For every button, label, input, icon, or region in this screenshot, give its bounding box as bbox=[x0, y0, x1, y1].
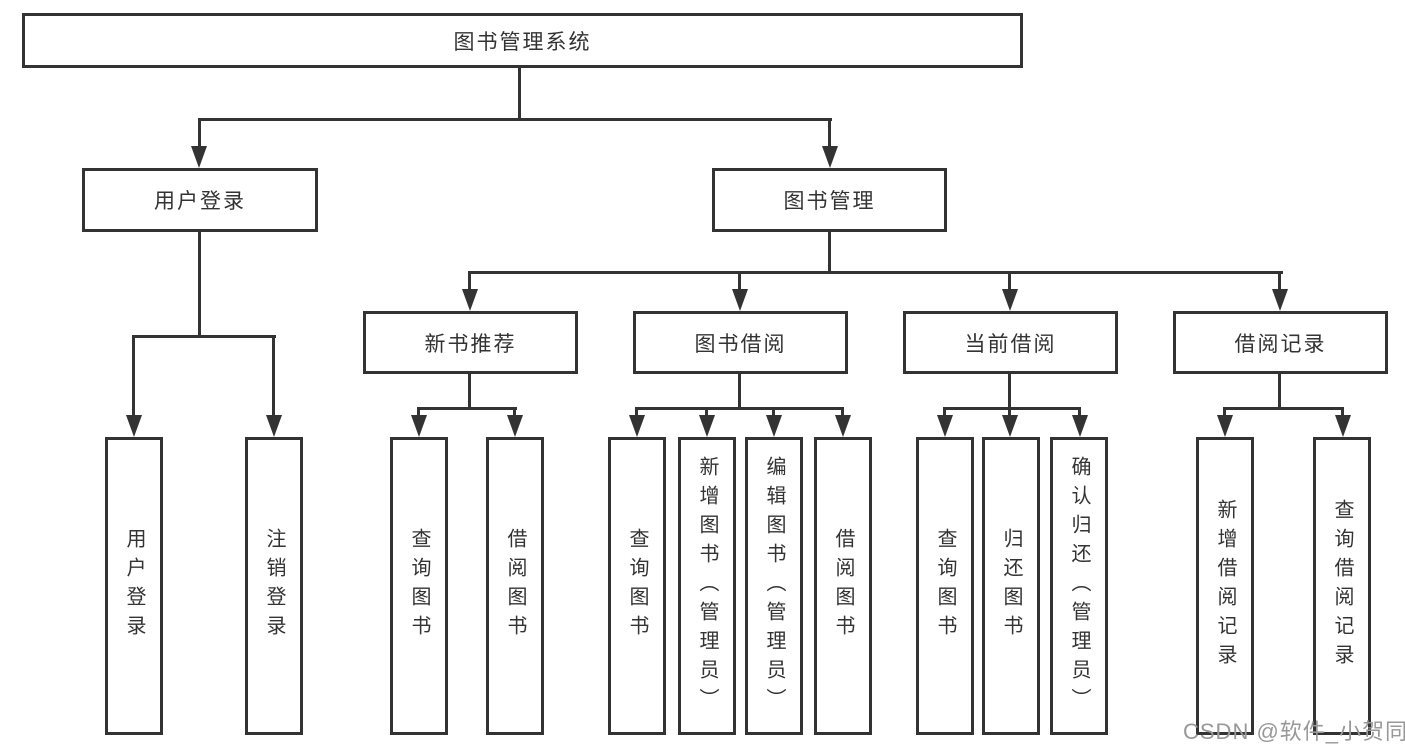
node-book-mgmt: 图书管理 bbox=[712, 168, 947, 232]
connector-line bbox=[272, 335, 275, 417]
leaf-rec-query-book: 查询图书 bbox=[390, 437, 448, 735]
node-book-borrow-label: 图书借阅 bbox=[694, 332, 787, 356]
node-book-mgmt-label: 图书管理 bbox=[783, 190, 876, 213]
connector-line bbox=[132, 335, 135, 417]
arrow-down-icon bbox=[629, 415, 645, 437]
leaf-logout-label: 注销登录 bbox=[263, 528, 285, 644]
leaf-cb-return-book-label: 归还图书 bbox=[1000, 528, 1022, 644]
connector-line bbox=[133, 335, 276, 338]
node-current-borrow: 当前借阅 bbox=[903, 311, 1118, 374]
leaf-bb-query-book: 查询图书 bbox=[608, 437, 666, 735]
connector-line bbox=[418, 407, 517, 410]
arrow-down-icon bbox=[507, 415, 523, 437]
node-borrow-records-label: 借阅记录 bbox=[1234, 332, 1327, 356]
arrow-down-icon bbox=[1335, 415, 1351, 437]
arrow-down-icon bbox=[1002, 289, 1018, 311]
node-current-borrow-label: 当前借阅 bbox=[964, 332, 1057, 356]
connector-line bbox=[198, 230, 201, 335]
arrow-down-icon bbox=[732, 289, 748, 311]
leaf-cb-query-book: 查询图书 bbox=[916, 437, 974, 735]
node-root-label: 图书管理系统 bbox=[453, 30, 592, 54]
node-user-login: 用户登录 bbox=[82, 168, 318, 232]
connector-line bbox=[198, 118, 201, 150]
leaf-br-query-record: 查询借阅记录 bbox=[1313, 437, 1371, 735]
node-new-book-rec-label: 新书推荐 bbox=[424, 332, 517, 356]
arrow-down-icon bbox=[1217, 415, 1233, 437]
leaf-bb-add-book: 新增图书（管理员） bbox=[678, 437, 736, 735]
connector-line bbox=[1223, 407, 1226, 419]
arrow-down-icon bbox=[766, 415, 782, 437]
connector-line bbox=[1008, 407, 1011, 419]
leaf-bb-edit-book-label: 编辑图书（管理员） bbox=[763, 455, 785, 717]
csdn-watermark: CSDN @软件_小贺同学 bbox=[1183, 719, 1405, 744]
node-book-borrow: 图书借阅 bbox=[633, 311, 848, 374]
arrow-down-icon bbox=[1272, 289, 1288, 311]
connector-line bbox=[1224, 407, 1344, 410]
arrow-down-icon bbox=[266, 415, 282, 437]
leaf-cb-confirm-return: 确认归还（管理员） bbox=[1050, 437, 1108, 735]
node-new-book-rec: 新书推荐 bbox=[363, 311, 578, 374]
connector-line bbox=[1341, 407, 1344, 419]
connector-line bbox=[468, 373, 471, 407]
leaf-rec-borrow-book: 借阅图书 bbox=[486, 437, 544, 735]
connector-line bbox=[944, 407, 1081, 410]
connector-line bbox=[943, 407, 946, 419]
arrow-down-icon bbox=[1072, 415, 1088, 437]
connector-line bbox=[518, 66, 521, 120]
leaf-user-login-label: 用户登录 bbox=[123, 528, 145, 644]
connector-line bbox=[1078, 407, 1081, 419]
node-user-login-label: 用户登录 bbox=[154, 190, 246, 213]
leaf-br-query-record-label: 查询借阅记录 bbox=[1331, 499, 1353, 673]
connector-line bbox=[738, 271, 741, 293]
connector-line bbox=[198, 118, 832, 121]
arrow-down-icon bbox=[411, 415, 427, 437]
leaf-rec-borrow-book-label: 借阅图书 bbox=[504, 528, 526, 644]
leaf-bb-edit-book: 编辑图书（管理员） bbox=[745, 437, 803, 735]
connector-line bbox=[841, 407, 844, 419]
connector-line bbox=[635, 407, 638, 419]
arrow-down-icon bbox=[822, 146, 838, 168]
node-borrow-records: 借阅记录 bbox=[1173, 311, 1388, 374]
connector-line bbox=[738, 373, 741, 407]
arrow-down-icon bbox=[937, 415, 953, 437]
connector-line bbox=[772, 407, 775, 419]
leaf-logout: 注销登录 bbox=[245, 437, 303, 735]
node-root: 图书管理系统 bbox=[22, 13, 1023, 68]
connector-line bbox=[636, 407, 844, 410]
connector-line bbox=[828, 230, 831, 274]
leaf-bb-borrow-book: 借阅图书 bbox=[814, 437, 872, 735]
arrow-down-icon bbox=[699, 415, 715, 437]
leaf-bb-query-book-label: 查询图书 bbox=[626, 528, 648, 644]
connector-line bbox=[1008, 271, 1011, 293]
leaf-br-add-record-label: 新增借阅记录 bbox=[1214, 499, 1236, 673]
arrow-down-icon bbox=[126, 415, 142, 437]
connector-line bbox=[1278, 271, 1281, 293]
arrow-down-icon bbox=[462, 289, 478, 311]
connector-line bbox=[469, 271, 1283, 274]
connector-line bbox=[705, 407, 708, 419]
arrow-down-icon bbox=[191, 146, 207, 168]
arrow-down-icon bbox=[835, 415, 851, 437]
connector-line bbox=[828, 118, 831, 150]
arrow-down-icon bbox=[1002, 415, 1018, 437]
connector-line bbox=[468, 271, 471, 293]
leaf-br-add-record: 新增借阅记录 bbox=[1196, 437, 1254, 735]
connector-line bbox=[513, 407, 516, 419]
leaf-bb-add-book-label: 新增图书（管理员） bbox=[696, 455, 718, 717]
connector-line bbox=[1278, 373, 1281, 407]
leaf-user-login: 用户登录 bbox=[105, 437, 163, 735]
leaf-rec-query-book-label: 查询图书 bbox=[408, 528, 430, 644]
leaf-cb-return-book: 归还图书 bbox=[982, 437, 1040, 735]
connector-line bbox=[417, 407, 420, 419]
connector-line bbox=[1008, 373, 1011, 407]
leaf-bb-borrow-book-label: 借阅图书 bbox=[832, 528, 854, 644]
leaf-cb-confirm-return-label: 确认归还（管理员） bbox=[1068, 455, 1090, 717]
leaf-cb-query-book-label: 查询图书 bbox=[934, 528, 956, 644]
